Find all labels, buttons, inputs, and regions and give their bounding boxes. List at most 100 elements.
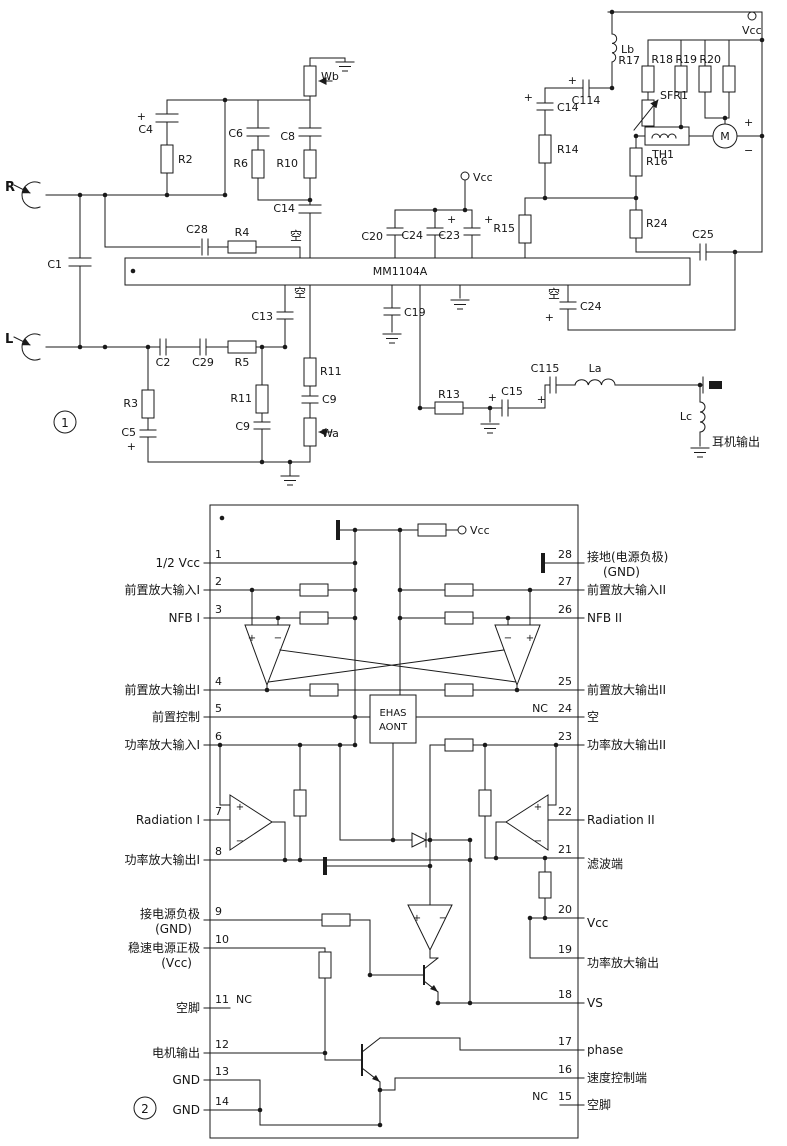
plus-c23: +: [484, 213, 493, 226]
capacitor-c114: [582, 79, 590, 97]
label-c20: C20: [361, 230, 383, 243]
pin-label-2: (GND): [155, 922, 192, 936]
pin-5: 5 前置控制: [152, 702, 222, 724]
pin-number: 15: [558, 1090, 572, 1103]
sfr1-wiper-arrow: [633, 99, 659, 131]
pin-1: 1 1/2 Vcc: [155, 548, 222, 570]
resistor-r6: [251, 149, 265, 179]
pin-label: 空脚: [587, 1097, 611, 1112]
crossover-wires: [267, 649, 517, 683]
pin-label: NFB II: [587, 611, 622, 625]
label-c1: C1: [47, 258, 62, 271]
label-c5: C5: [121, 426, 136, 439]
pin-nc: NC: [532, 1090, 548, 1103]
label-vcc-1: Vcc: [473, 171, 493, 184]
internal-resistor: [417, 523, 447, 537]
pin-10: 10 稳速电源正极 (Vcc): [128, 933, 229, 970]
label-c24a: C24: [401, 229, 423, 242]
capacitor-c14b: [536, 102, 554, 111]
pin-label: 功率放大输出I: [124, 852, 200, 867]
pin-19: 19 功率放大输出: [558, 943, 659, 970]
figure-1-badge: [53, 410, 77, 434]
label-r10: R10: [276, 157, 298, 170]
pin-number: 21: [558, 843, 572, 856]
label-c9a: C9: [322, 393, 337, 406]
pin-number: 25: [558, 675, 572, 688]
figure-2-number: 2: [141, 1102, 149, 1116]
plus-c115: +: [537, 393, 546, 406]
internal-resistor: [444, 738, 474, 752]
speed-control-opamp: [407, 904, 453, 952]
pin-6: 6 功率放大输入I: [124, 730, 222, 752]
thermistor-th1-box: [644, 126, 690, 146]
label-r18: R18: [651, 53, 673, 66]
ic-mm1104a-body: [124, 257, 691, 286]
pin-label: phase: [587, 1043, 623, 1057]
pin-label: Vcc: [587, 916, 608, 930]
pin-number: 16: [558, 1063, 572, 1076]
label-wb: Wb: [321, 70, 339, 83]
figure-1-number: 1: [61, 416, 69, 430]
label-c29: C29: [192, 356, 214, 369]
pin-number: 8: [215, 845, 222, 858]
motor-symbol: [712, 123, 738, 149]
ground-symbol: [280, 475, 300, 486]
pin-label: 接地(电源负极): [587, 549, 668, 564]
resistor-r18: [674, 65, 688, 93]
poweramp-2-opamp: [505, 794, 549, 851]
plus-mark: +: [248, 633, 256, 644]
pin-number: 10: [215, 933, 229, 946]
label-internal-vcc: Vcc: [470, 524, 490, 537]
plus-c4: +: [137, 110, 146, 123]
label-r15: R15: [493, 222, 515, 235]
pin-label: 稳速电源正极: [128, 940, 200, 955]
pin-13: 13 GND: [172, 1065, 229, 1087]
ground-symbol: [480, 423, 500, 434]
pin-number: 2: [215, 575, 222, 588]
capacitor-c115: [549, 376, 557, 394]
pin-label: Radiation II: [587, 813, 655, 827]
label-c114: C114: [572, 94, 601, 107]
label-c14a: C14: [273, 202, 295, 215]
capacitor-c13: [276, 311, 294, 320]
rail-bar: [323, 857, 327, 875]
pin-label: 速度控制端: [587, 1070, 647, 1085]
center-block-line2: AONT: [379, 722, 408, 733]
label-r4: R4: [235, 226, 250, 239]
pin-4: 4 前置放大输出I: [124, 675, 222, 697]
pin-label: GND: [172, 1103, 200, 1117]
capacitor-c1: [68, 257, 92, 267]
label-th1: TH1: [651, 148, 674, 161]
pin-number: 11: [215, 993, 229, 1006]
ic-name: MM1104A: [373, 265, 428, 278]
label-vcc-2: Vcc: [742, 24, 762, 37]
pin-number: 4: [215, 675, 222, 688]
label-c9b: C9: [235, 420, 250, 433]
plus-c5: +: [127, 440, 136, 453]
r-input-arrow: [13, 184, 31, 194]
pin-12: 12 电机输出: [152, 1038, 229, 1060]
resistor-r17: [641, 65, 655, 93]
pin-number: 26: [558, 603, 572, 616]
pin-20: 20 Vcc: [558, 903, 608, 930]
capacitor-c8: [298, 127, 322, 137]
capacitor-c20: [386, 227, 404, 236]
pin-label: 电机输出: [152, 1045, 200, 1060]
label-r13: R13: [438, 388, 460, 401]
pin-22: 22 Radiation II: [558, 805, 655, 827]
plus-c24a: +: [447, 213, 456, 226]
internal-resistor: [321, 913, 351, 927]
inductor-la: [574, 378, 616, 386]
rail-bar: [336, 520, 340, 540]
internal-resistor: [538, 871, 552, 899]
capacitor-c6: [246, 127, 270, 137]
label-c13: C13: [251, 310, 273, 323]
resistor-r11a: [303, 357, 317, 387]
pin-number: 14: [215, 1095, 229, 1108]
capacitor-c28: [201, 238, 209, 256]
pin-label: GND: [172, 1073, 200, 1087]
capacitor-c23: [463, 227, 481, 236]
pin-26: 26 NFB II: [558, 603, 622, 625]
resistor-r11b: [255, 384, 269, 414]
